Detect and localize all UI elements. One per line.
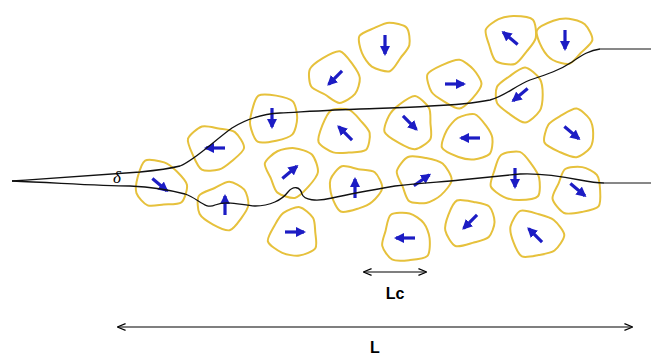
magnetization-arrow: [282, 166, 297, 178]
magnetization-arrow: [339, 127, 352, 140]
dimension-lines: [118, 272, 632, 327]
magnetization-arrow: [564, 127, 579, 139]
grain: [445, 200, 494, 247]
grain-outline: [442, 114, 493, 160]
grain: [198, 182, 249, 231]
crack-face-lower: [604, 183, 651, 184]
grain-outline: [268, 207, 317, 256]
grain-outline: [265, 148, 318, 198]
grain: [188, 126, 244, 171]
magnetization-arrow: [445, 82, 464, 85]
length-label: L: [368, 339, 382, 357]
magnetization-arrow: [513, 168, 516, 187]
grain-size-label: Lc: [384, 285, 407, 303]
grain-outline: [544, 108, 593, 157]
grain: [330, 166, 382, 212]
grain: [537, 19, 593, 64]
grain: [397, 156, 452, 203]
magnetization-arrow: [570, 184, 585, 196]
grain-outline: [188, 126, 244, 171]
magnetization-arrow: [270, 108, 273, 127]
grain: [552, 167, 600, 214]
crack-lower: [12, 174, 604, 206]
magnetization-arrow: [563, 30, 566, 49]
magnetization-arrow: [403, 116, 416, 129]
grain-outline: [397, 156, 452, 203]
magnetization-arrow: [461, 136, 480, 139]
grain-outline: [552, 167, 600, 214]
grain-outline: [359, 23, 410, 72]
grain: [427, 60, 481, 109]
opening-label: δ: [111, 168, 123, 188]
magnetization-arrow: [464, 215, 477, 228]
grain-outline: [537, 19, 593, 64]
magnetization-arrow: [513, 89, 528, 101]
grain: [544, 108, 593, 157]
grain-outline: [384, 96, 431, 149]
grain-group: [136, 16, 600, 261]
crack-length-dimension: [118, 326, 632, 327]
grain-outline: [445, 200, 494, 247]
grain: [442, 114, 493, 160]
grain-outline: [250, 95, 297, 143]
grain: [265, 148, 318, 198]
grain: [250, 95, 297, 143]
magnetization-arrow: [383, 35, 386, 54]
grain: [382, 213, 430, 261]
grain-outline: [382, 213, 430, 261]
grain-outline: [510, 210, 564, 257]
grain-outline: [198, 182, 249, 231]
crack-lines: [12, 49, 651, 206]
magnetization-arrow: [285, 230, 304, 233]
grain: [510, 210, 564, 257]
grain-outline: [486, 16, 537, 64]
grain-outline: [330, 166, 382, 212]
magnetization-arrow: [353, 179, 356, 198]
grain-outline: [427, 60, 481, 109]
magnetization-arrow: [329, 71, 342, 84]
grain-size-dimension: [364, 271, 426, 272]
grain: [384, 96, 431, 149]
grain-outline: [309, 51, 360, 103]
grain: [486, 16, 537, 64]
grain: [318, 109, 370, 153]
magnetization-arrow: [503, 32, 518, 44]
crack-face-upper: [600, 49, 651, 50]
grain: [309, 51, 360, 103]
grain-outline: [318, 109, 370, 153]
grain: [359, 23, 410, 72]
grain: [268, 207, 317, 256]
crack-upper: [12, 49, 600, 181]
magnetization-arrow: [223, 196, 226, 215]
magnetization-arrow: [396, 236, 415, 239]
magnetization-arrow: [529, 229, 542, 242]
